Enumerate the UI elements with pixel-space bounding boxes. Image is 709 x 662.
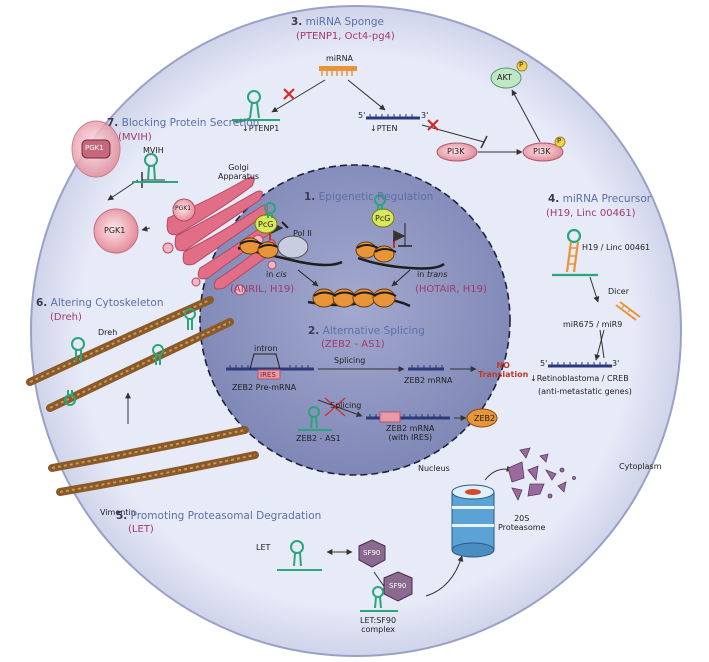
label-let: LET [256,543,271,552]
section-blocking-sub: (MVIH) [118,132,152,143]
label-vimentin: Vimentin [100,508,136,517]
label-pgk1-b: PGK1 [104,226,126,235]
section-proteasomal-sub: (LET) [128,524,154,535]
label-p-b: P [557,137,562,145]
mirna-precursor-group [548,228,641,368]
label-dicer: Dicer [608,287,629,296]
label-5prime-b: 5' [540,359,548,368]
label-pgk1-c: PGK1 [175,205,192,212]
label-pi3k-b: PI3K [533,147,551,156]
label-ires: IRES [260,371,276,379]
label-3prime-b: 3' [612,359,620,368]
label-mirna: miRNA [326,54,354,63]
label-nucleus: Nucleus [418,464,450,473]
label-pgk1-a: PGK1 [85,144,104,152]
section-cytoskeleton-sub: (Dreh) [50,312,82,323]
section-proteasomal-title: 5. Promoting Proteasomal Degradation [116,510,322,522]
label-dreh: Dreh [98,328,118,337]
section-mirna-sponge-sub: (PTENP1, Oct4-pg4) [296,31,395,42]
label-mir675: miR675 / miR9 [563,320,623,329]
pi3k-node [436,142,478,162]
cytoskeleton-group [26,296,259,496]
h19-precursor-icon [552,228,598,277]
section-blocking-title: 7. Blocking Protein Secretion [107,117,260,129]
section-mirna-sponge-title: 3. miRNA Sponge [291,16,384,28]
label-3prime-a: 3' [421,111,429,120]
section-splicing-title: 2. Alternative Splicing [308,325,425,337]
pgk1-vesicle [93,208,139,254]
label-zeb2-mrna: ZEB2 mRNA [404,376,453,385]
ptenp1-rna-icon [231,90,280,123]
dreh-rna-icon [64,308,196,406]
label-sf90-a: SF90 [363,549,381,557]
block-x-icon [283,88,295,100]
mirna-sponge-group [231,60,566,162]
label-pcg-a: PcG [258,220,274,229]
mvih-rna-icon [132,153,178,183]
zeb2-protein [466,408,498,428]
section-precursor-title: 4. miRNA Precursor [548,193,652,205]
golgi-apparatus [162,176,277,296]
ires-element [257,369,281,380]
label-cytoplasm: Cytoplasm [619,462,662,471]
label-rb-creb: ↓Retinoblastoma / CREB [530,374,629,383]
label-ptenp1: ↓PTENP1 [242,124,280,133]
label-zeb2-pre: ZEB2 Pre-mRNA [232,383,297,392]
blocking-secretion-group [71,120,277,296]
proteasome-group [277,447,576,612]
label-pol2: Pol II [293,229,312,238]
label-in-trans: in trans [417,270,448,279]
label-zeb2-mrna-ires: ZEB2 mRNA (with IRES) [386,424,435,443]
let-rna-icon [277,540,322,571]
proteasome-barrel [451,484,495,558]
section-epigenetic-title: 1. Epigenetic Regulation [304,191,434,203]
akt-node [490,67,522,89]
label-sf90-b: SF90 [389,582,407,590]
pol2-complex [277,235,309,259]
label-anril: (ANRIL, H19) [230,284,295,295]
splicing-group [226,353,498,431]
degraded-fragments [507,447,576,501]
label-zeb2-as1: ZEB2 - AS1 [296,434,341,443]
label-pten: ↓PTEN [370,124,398,133]
zeb2-as1-rna-icon [298,406,332,431]
label-proteasome: 20S Proteasome [498,514,546,533]
label-5prime-a: 5' [358,111,366,120]
sf90-protein [358,539,386,568]
label-splicing-b: Splicing [330,401,362,410]
label-akt: AKT [497,73,512,82]
label-p-a: P [519,61,524,69]
label-in-cis: in cis [266,270,287,279]
label-pcg-b: PcG [375,214,391,223]
epigenetic-group [237,194,445,308]
label-zeb2: ZEB2 [474,414,496,423]
label-no-translation: NO Translation [478,361,529,380]
label-anti-meta: (anti-metastatic genes) [538,387,632,396]
section-precursor-sub: (H19, Linc 00461) [546,208,636,219]
label-splicing-a: Splicing [334,356,366,365]
section-splicing-sub: (ZEB2 - AS1) [321,339,385,350]
label-mvih: MVIH [143,146,164,155]
label-hotair: (HOTAIR, H19) [415,284,487,295]
label-intron: intron [254,344,278,353]
pi3k-phospho-node [522,142,564,162]
label-pi3k-a: PI3K [447,147,465,156]
label-golgi: Golgi Apparatus [218,163,260,182]
nucleus-membrane [199,164,511,476]
label-let-complex: LET:SF90 complex [360,616,397,635]
label-h19-linc: H19 / Linc 00461 [582,243,651,252]
pcg-complex [254,214,278,234]
section-cytoskeleton-title: 6. Altering Cytoskeleton [36,297,164,309]
